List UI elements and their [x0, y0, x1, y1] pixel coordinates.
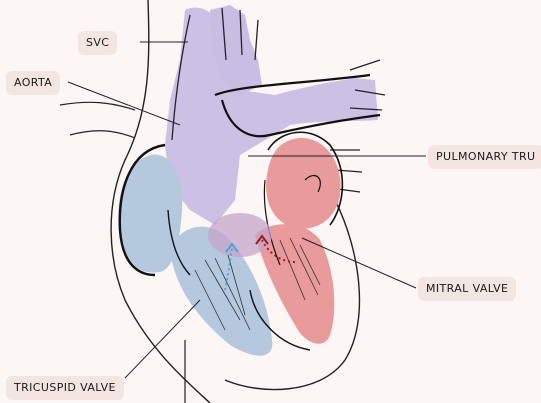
- aorta-leader: [68, 82, 180, 125]
- vessel-outline-aorta-3: [255, 20, 258, 60]
- pulmonary-vein-2: [70, 131, 135, 138]
- mitral-valve-label: MITRAL VALVE: [418, 277, 516, 301]
- left-atrium: [266, 138, 341, 229]
- tricuspid-valve-label: TRICUSPID VALVE: [6, 376, 124, 400]
- svc-label: SVC: [78, 31, 117, 55]
- right-vein-2: [335, 170, 362, 172]
- pa-branch-1: [350, 60, 380, 70]
- pulmonary-trunk-label: PULMONARY TRU: [428, 145, 541, 169]
- tricuspid-leader: [125, 300, 200, 378]
- aorta-label: AORTA: [6, 71, 60, 95]
